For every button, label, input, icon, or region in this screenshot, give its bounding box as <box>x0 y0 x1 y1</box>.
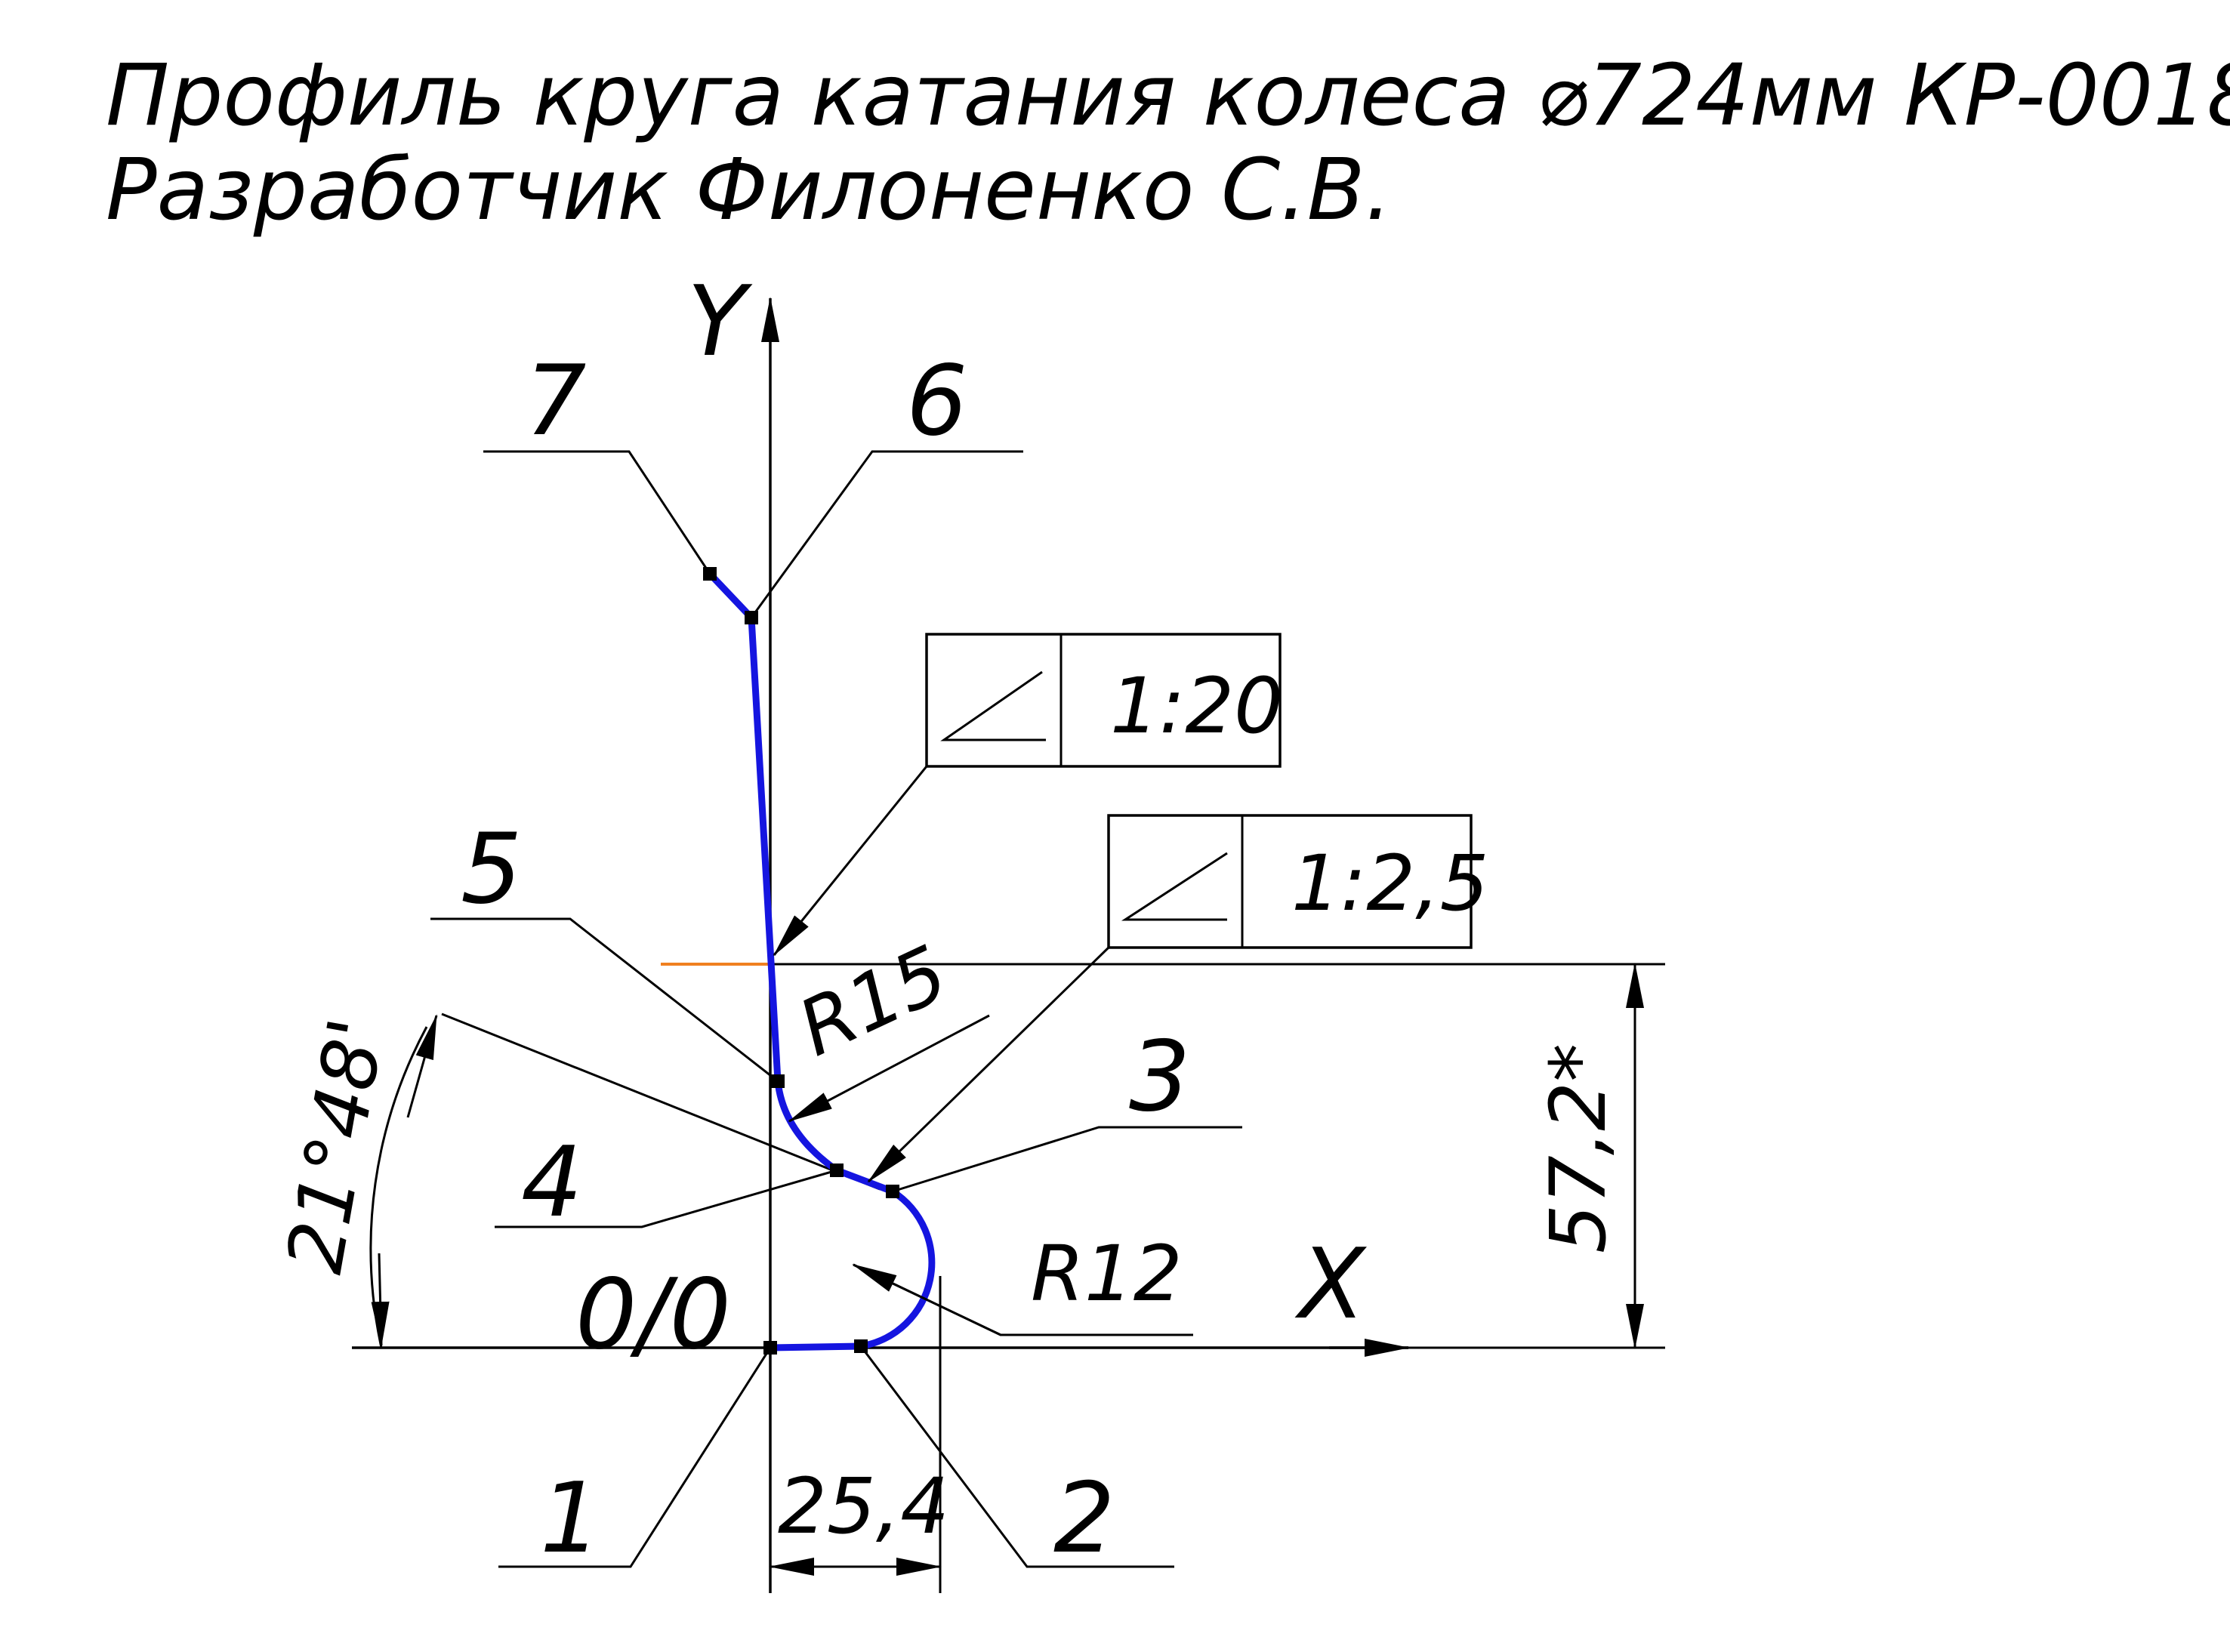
leader-6 <box>750 450 1023 618</box>
leader-7 <box>483 450 711 575</box>
leader-4 <box>495 1169 837 1228</box>
point-label-7: 7 <box>525 345 586 458</box>
title-line-2: Разработчик Филоненко С.В. <box>106 141 1392 239</box>
radius-r12-label: R12 <box>1031 1229 1183 1319</box>
angle-reference-line <box>441 1012 881 1191</box>
point-label-3: 3 <box>1129 1021 1190 1133</box>
point-label-2: 2 <box>1053 1462 1115 1575</box>
point-label-4: 4 <box>521 1127 582 1239</box>
taper-symbol-icon-2 <box>1121 852 1228 921</box>
leader-5 <box>430 917 779 1083</box>
wheel-profile-curve <box>706 570 936 1351</box>
radius-r12-arrow <box>852 1263 1001 1336</box>
origin-label: 0/0 <box>575 1259 731 1371</box>
height-dim-label: 57,2* <box>1534 1043 1624 1253</box>
point-label-5: 5 <box>461 813 522 926</box>
point-label-1: 1 <box>540 1462 601 1575</box>
taper-ratio-1-20: 1:20 <box>1110 661 1283 751</box>
x-axis-label: X <box>1294 1228 1367 1341</box>
angle-dim-arrow-bottom <box>371 1253 390 1347</box>
width-dim-label: 25,4 <box>778 1462 949 1552</box>
angle-dim-arrow-top <box>406 1014 438 1118</box>
leader-2 <box>859 1345 1174 1568</box>
taper-box-1-2-5 <box>1107 814 1473 949</box>
y-axis-label: Y <box>687 266 753 378</box>
taper-box-1-20 <box>925 633 1282 768</box>
title-line-1: Профиль круга катания колеса ⌀724мм КР-0… <box>106 47 2230 145</box>
taper-ratio-1-2-5: 1:2,5 <box>1291 839 1488 929</box>
leader-1 <box>498 1347 772 1568</box>
point-label-6: 6 <box>906 345 967 458</box>
taper-leader-1-20 <box>773 766 928 957</box>
taper-symbol-icon <box>940 670 1046 741</box>
radius-r15-label: R15 <box>785 929 961 1074</box>
taper-leader-1-2-5 <box>867 946 1110 1183</box>
radius-r15-leader <box>788 1014 990 1123</box>
leader-3 <box>892 1126 1242 1193</box>
